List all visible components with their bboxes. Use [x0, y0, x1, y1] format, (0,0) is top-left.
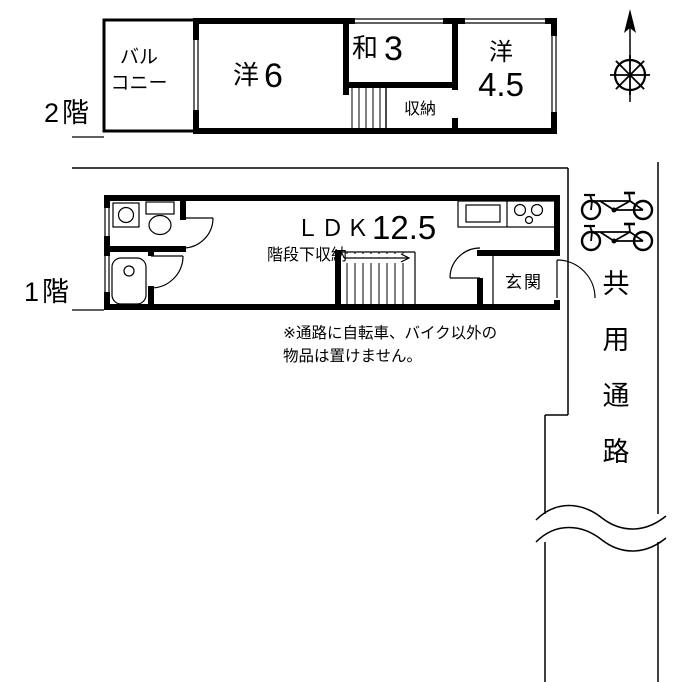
ldk-label: ＬＤＫ: [296, 215, 371, 241]
floor2-plan: バル コニー 洋 6 和 3 収納 洋 4.5: [102, 17, 558, 134]
passage-char-4: 路: [603, 437, 630, 467]
common-passage-label: 共 用 通 路: [603, 269, 630, 467]
north-arrow: [624, 9, 636, 33]
stairs-1f: [341, 251, 416, 304]
note-line1: ※通路に自転車、バイク以外の: [283, 324, 497, 342]
note-line2: 物品は置けません。: [283, 347, 422, 365]
room-label-west6: 洋: [233, 60, 259, 90]
label-floor1: 1階: [24, 277, 72, 307]
floor2-windows: [192, 17, 558, 112]
toilet-icon: [145, 201, 175, 236]
toilet-door-arc: [182, 217, 214, 249]
label-floor2: 2階: [44, 98, 92, 128]
room-label-balcony-1: バル: [120, 47, 158, 68]
room-size-west45: 4.5: [478, 66, 524, 103]
entrance-label: 玄関: [505, 273, 543, 292]
stove-icon: [513, 203, 544, 225]
bicycle-icon-1: [580, 191, 654, 221]
room-size-west6: 6: [264, 57, 283, 95]
north-compass-icon: [610, 9, 650, 102]
bathtub-icon: [111, 257, 147, 305]
break-wave-lines: [535, 504, 667, 552]
room-label-balcony-2: コニー: [110, 73, 167, 94]
door-arcs: [150, 217, 596, 299]
site-boundary-lines: [72, 136, 659, 682]
passage-char-2: 用: [603, 325, 630, 355]
sink-icon: [465, 204, 501, 223]
stairs-2f: [351, 88, 387, 128]
passage-char-1: 共: [603, 269, 630, 299]
room-label-japanese3: 和: [352, 33, 378, 63]
kitchen-counter: [457, 200, 558, 228]
room-label-west45: 洋: [489, 39, 513, 66]
ldk-size: 12.5: [372, 209, 436, 246]
hall-door-arc: [449, 247, 481, 279]
passage-char-3: 通: [603, 381, 630, 411]
bath-door-arc: [150, 255, 184, 289]
room-size-japanese3: 3: [384, 30, 403, 68]
floor1-plan: ＬＤＫ 12.5 階段下収納 玄関: [103, 195, 596, 310]
washbasin-icon: [112, 202, 140, 228]
entrance-door-arc: [556, 259, 596, 299]
floor1-walls: [104, 195, 560, 310]
bicycle-icon-2: [580, 222, 654, 252]
under-stair-storage-label: 階段下収納: [267, 246, 347, 264]
closet-label: 収納: [404, 100, 436, 118]
